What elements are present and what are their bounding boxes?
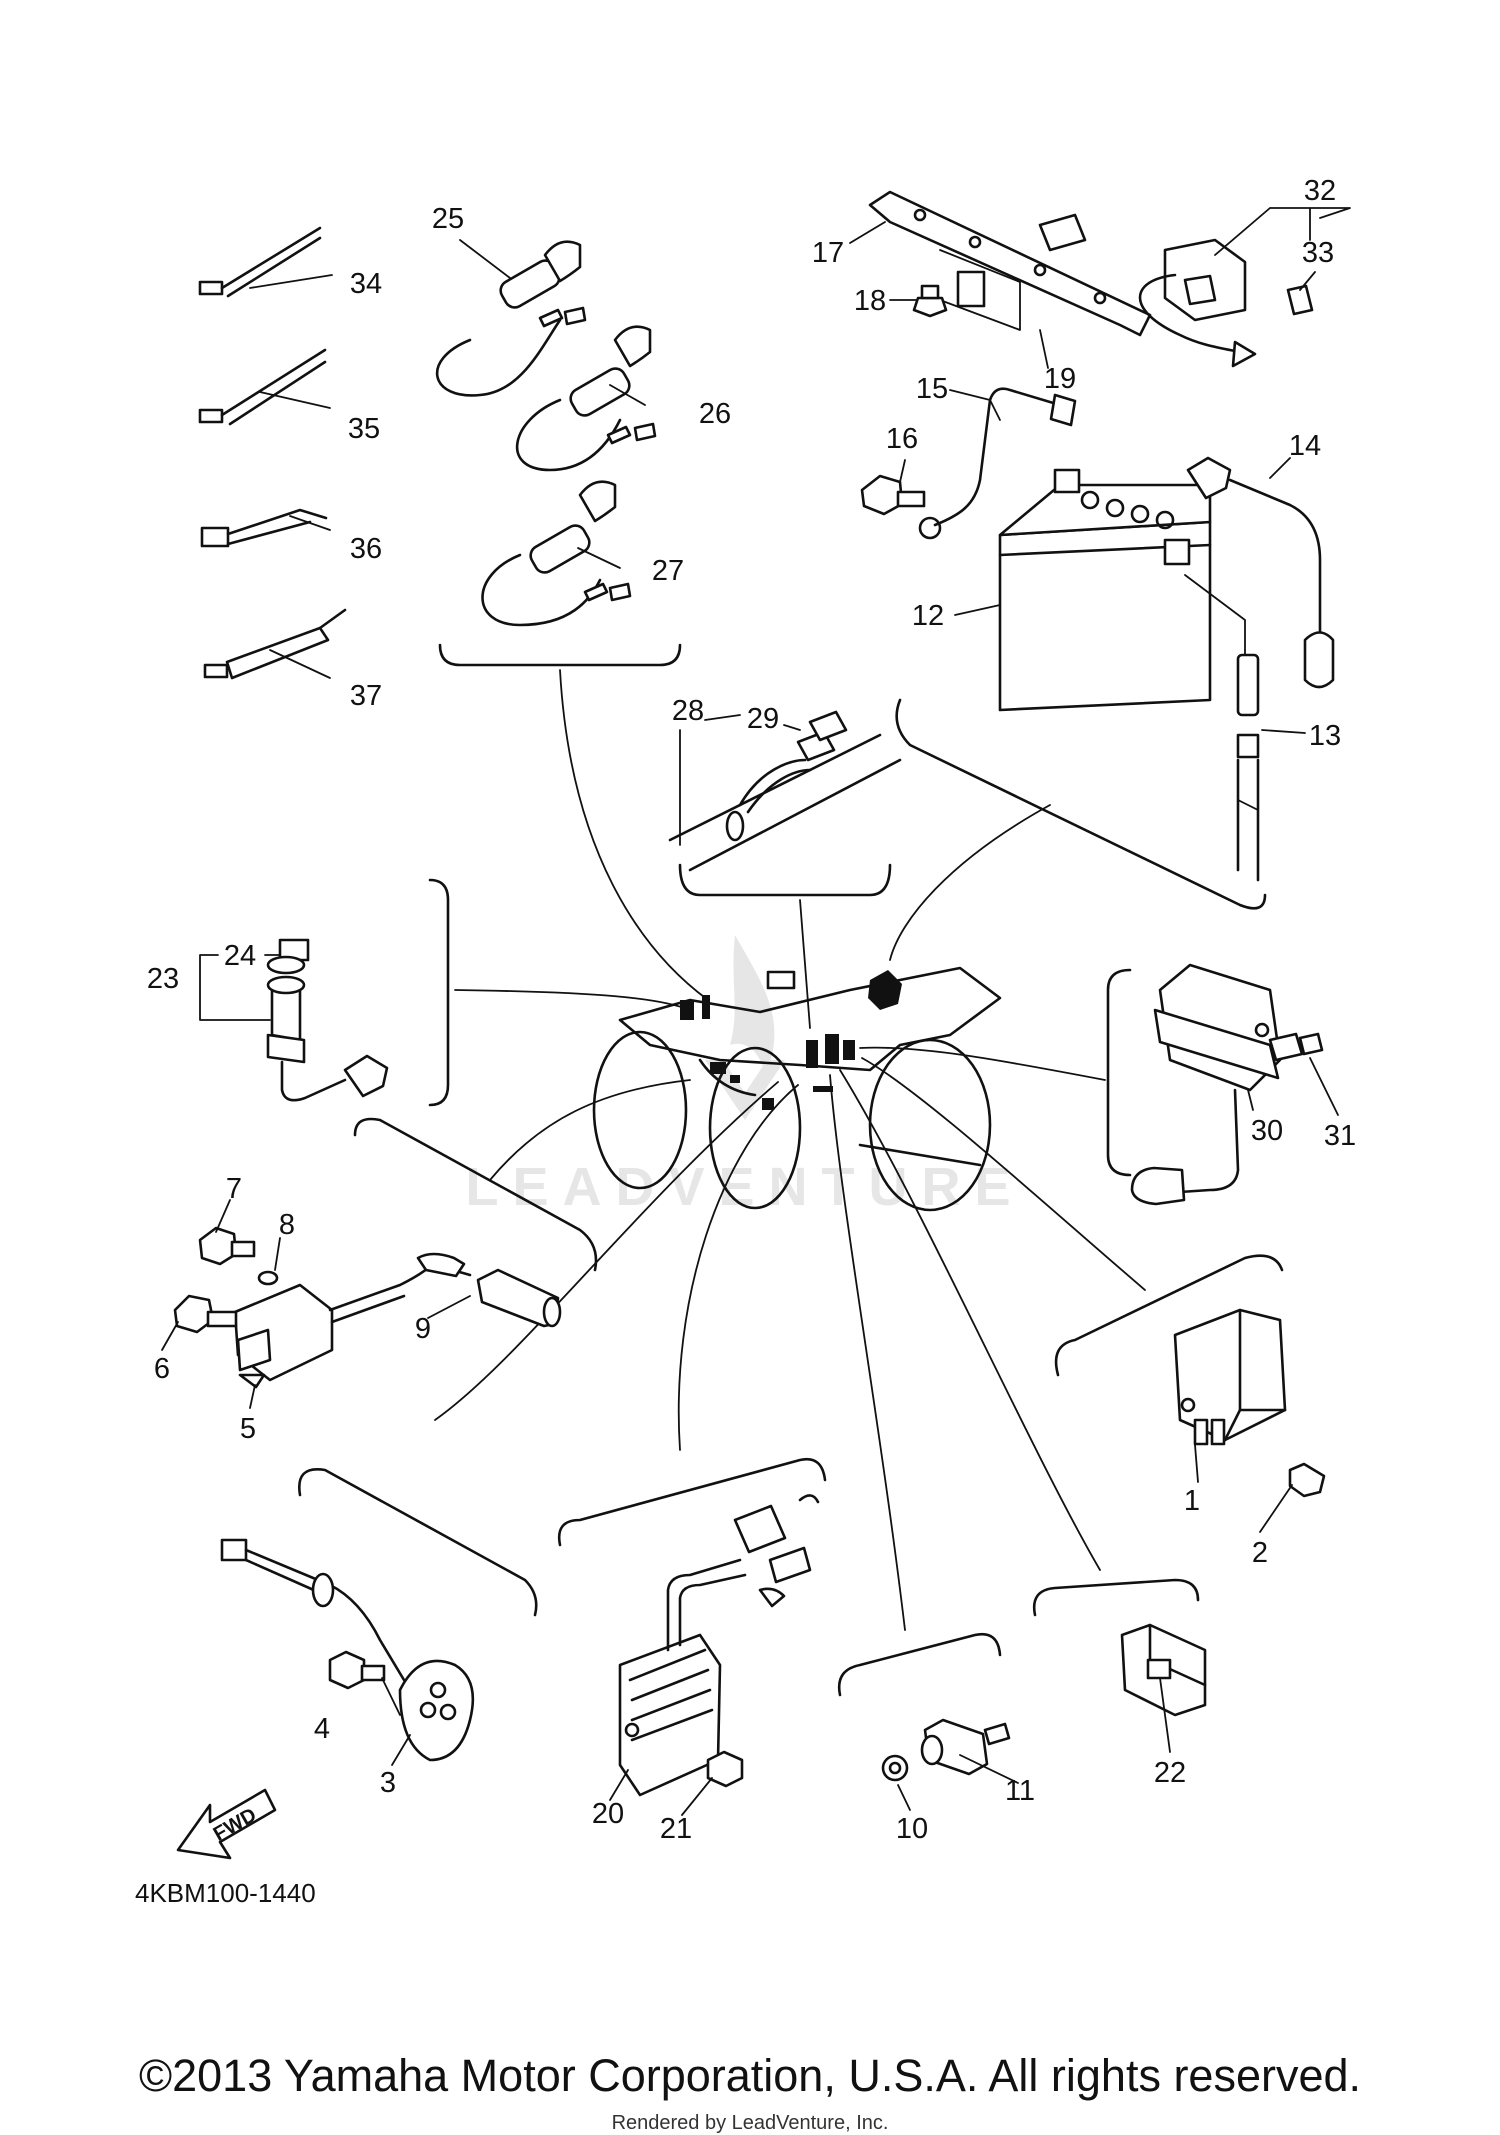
terminal-lead-14	[1186, 456, 1335, 689]
callout-34: 34	[350, 268, 382, 300]
ground-lead-15	[918, 387, 1077, 540]
breather-pipe-13	[1184, 574, 1260, 882]
clip-36	[200, 508, 328, 548]
callout-16: 16	[886, 423, 918, 455]
callout-21: 21	[660, 1813, 692, 1845]
wire-harness-28	[668, 733, 902, 872]
group-brackets	[297, 643, 1284, 1697]
callout-labels: 1 2 3 4 5 6 7 8 9 10 11 12 13 14 15 16 1…	[147, 175, 1356, 1845]
callout-leaders	[161, 207, 1351, 1816]
callout-9: 9	[415, 1313, 431, 1345]
bolt-31	[1268, 1032, 1324, 1062]
callout-33: 33	[1302, 237, 1334, 269]
callout-25: 25	[432, 203, 464, 235]
callout-37: 37	[350, 680, 382, 712]
igniter-group	[1130, 963, 1324, 1206]
callout-11: 11	[1005, 1775, 1035, 1807]
igniter-unit-30	[1130, 963, 1282, 1206]
callout-8: 8	[279, 1209, 295, 1241]
rectifier-group	[618, 1494, 820, 1797]
cable-tie-34	[198, 226, 322, 298]
lead-wire-26	[515, 325, 657, 472]
fuse-33	[1286, 284, 1314, 316]
callout-10: 10	[896, 1813, 928, 1845]
bolt-6	[173, 1294, 238, 1334]
connector-29	[796, 710, 848, 762]
battery-12	[998, 468, 1212, 712]
callout-36: 36	[350, 533, 382, 565]
callout-7: 7	[226, 1173, 242, 1205]
bolt-16	[860, 474, 926, 516]
rectifier-regulator-20	[618, 1494, 820, 1797]
atv-outline	[592, 966, 1002, 1212]
cover-group	[1120, 1623, 1207, 1717]
callout-15: 15	[916, 373, 948, 405]
callout-5: 5	[240, 1413, 256, 1445]
copyright-notice: ©2013 Yamaha Motor Corporation, U.S.A. A…	[138, 2050, 1362, 2101]
ignition-coil-5	[233, 1258, 437, 1389]
pickup-coil-group	[220, 1538, 475, 1762]
bolt-4	[328, 1650, 386, 1690]
callout-24: 24	[224, 940, 256, 972]
callout-19: 19	[1044, 363, 1076, 395]
leadventure-watermark: LEADVENTURE	[465, 935, 1024, 1217]
callout-26: 26	[699, 398, 731, 430]
callout-32: 32	[1304, 175, 1336, 207]
starter-relay-32	[1138, 238, 1257, 368]
cable-tie-35	[198, 348, 327, 426]
screw-2	[1288, 1462, 1326, 1498]
callout-4: 4	[314, 1713, 330, 1745]
washer-8	[257, 1270, 279, 1286]
ignition-coil-group	[173, 1226, 562, 1389]
cover-22	[1120, 1623, 1207, 1717]
key-24	[266, 938, 310, 975]
watermark-text: LEADVENTURE	[465, 1157, 1024, 1217]
callout-12: 12	[912, 600, 944, 632]
callout-27: 27	[652, 555, 684, 587]
bolt-7	[198, 1226, 256, 1266]
thermo-switch-group	[881, 1718, 1011, 1782]
thermo-switch-11	[920, 1718, 1011, 1776]
battery-group	[860, 190, 1335, 882]
gasket-10	[881, 1754, 909, 1782]
wire-leads-group	[435, 240, 657, 627]
callout-3: 3	[380, 1767, 396, 1799]
screw-21	[706, 1750, 744, 1788]
cdi-group	[1173, 1308, 1326, 1498]
cable-ties-group	[198, 226, 347, 680]
callout-6: 6	[154, 1353, 170, 1385]
callout-14: 14	[1289, 430, 1321, 462]
callout-20: 20	[592, 1798, 624, 1830]
callout-35: 35	[348, 413, 380, 445]
callout-23: 23	[147, 963, 179, 995]
leader-curves	[434, 669, 1146, 1631]
plug-cap-9	[416, 1252, 562, 1328]
callout-13: 13	[1309, 720, 1341, 752]
callout-31: 31	[1324, 1120, 1356, 1152]
callout-17: 17	[812, 237, 844, 269]
diagram-code: 4KBM100-1440	[135, 1878, 316, 1908]
main-switch-group	[266, 938, 389, 1102]
callout-1: 1	[1184, 1485, 1200, 1517]
battery-bracket-17	[868, 190, 1152, 337]
cdi-unit-1	[1173, 1308, 1287, 1446]
callout-30: 30	[1251, 1115, 1283, 1147]
starter-relay-group	[1138, 238, 1314, 368]
callout-22: 22	[1154, 1757, 1186, 1789]
band-37	[203, 608, 347, 680]
lead-wire-25	[435, 240, 587, 397]
lead-wire-27	[481, 480, 632, 627]
render-credit: Rendered by LeadVenture, Inc.	[611, 2112, 889, 2134]
callout-2: 2	[1252, 1537, 1268, 1569]
fwd-arrow-icon: FWD	[176, 1788, 277, 1860]
callout-18: 18	[854, 285, 886, 317]
nut-18	[912, 284, 948, 318]
callout-28: 28	[672, 695, 704, 727]
pickup-coil-3	[220, 1538, 475, 1762]
harness-group	[668, 710, 902, 872]
callout-29: 29	[747, 703, 779, 735]
main-switch-23	[266, 975, 389, 1102]
